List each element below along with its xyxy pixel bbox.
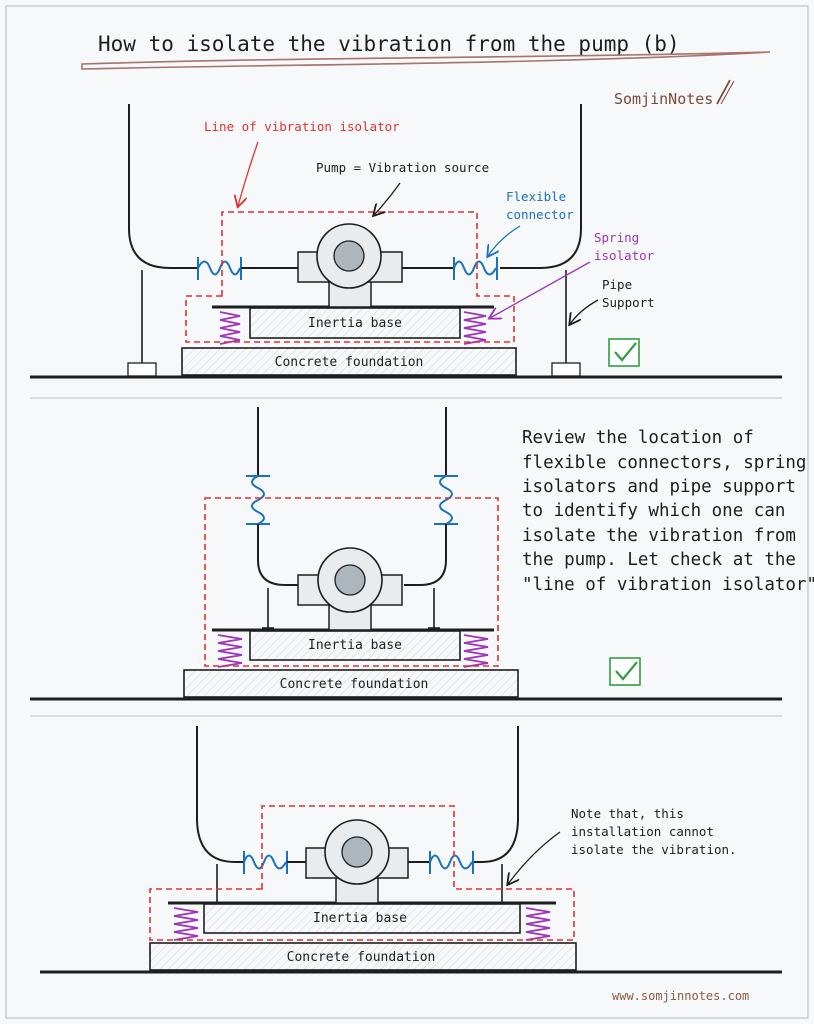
pump [297, 223, 403, 308]
pump [297, 547, 403, 631]
page-frame [5, 5, 809, 1019]
flexible-connector-right [439, 475, 453, 525]
flexible-connector-left [243, 854, 287, 870]
note-line: Note that, this [571, 806, 684, 821]
pump [305, 819, 409, 904]
note-line: installation cannot [571, 824, 714, 839]
concrete-foundation [183, 669, 519, 698]
review-line: to identify which one can [522, 501, 785, 521]
inertia-base-label: Inertia base [313, 911, 407, 926]
support-pad-left [127, 362, 157, 377]
spring-label-line1: Spring [594, 230, 639, 245]
flex-label-line2: connector [506, 207, 574, 222]
flex-arrow [488, 225, 521, 256]
note-line: isolate the vibration. [571, 842, 737, 857]
support-label-line1: Pipe [602, 277, 632, 292]
diagram-3: Concrete foundation Inertia base Note th… [40, 726, 782, 974]
diagram-1: Concrete foundation Inertia base [30, 104, 782, 379]
website-url: www.somjinnotes.com [612, 989, 749, 1003]
review-line: flexible connectors, spring [522, 453, 806, 473]
review-line: isolate the vibration from [522, 526, 796, 546]
concrete-foundation-label: Concrete foundation [280, 677, 429, 692]
review-text: Review the location of flexible connecto… [522, 428, 814, 595]
inertia-base-label: Inertia base [308, 638, 402, 653]
title-underline [81, 51, 771, 70]
isolation-line-label: Line of vibration isolator [204, 119, 400, 134]
page-title: How to isolate the vibration from the pu… [98, 32, 680, 56]
spring-isolator-left [217, 634, 243, 668]
pipe-right-lower [404, 524, 447, 586]
review-line: "line of vibration isolator". [522, 575, 814, 595]
pencil-icon [716, 79, 735, 105]
support-label-line2: Support [602, 295, 655, 310]
spring-isolator-left [173, 907, 199, 941]
support-pad-right [551, 362, 581, 377]
pump-label: Pump = Vibration source [316, 160, 489, 175]
pipe-left [128, 104, 198, 269]
support-arrow [570, 299, 599, 324]
pipe-left [196, 726, 244, 863]
title-block: How to isolate the vibration from the pu… [81, 32, 771, 70]
note-arrow [508, 831, 561, 884]
spring-arrow [490, 261, 591, 318]
diagram-2: Concrete foundation Inertia base [30, 407, 782, 701]
inertia-base [249, 630, 461, 661]
flexible-connector-left [197, 260, 241, 276]
flex-label-line1: Flexible [506, 189, 566, 204]
check-icon [608, 338, 640, 367]
concrete-foundation [149, 942, 577, 971]
brand-logo-text: SomjinNotes [614, 90, 713, 108]
pump-arrow [374, 182, 401, 215]
spring-isolator-right [463, 634, 489, 668]
spring-label-line2: isolator [594, 248, 655, 263]
review-line: Review the location of [522, 428, 754, 448]
flexible-connector-right [453, 260, 497, 276]
inertia-base-label: Inertia base [308, 316, 402, 331]
concrete-foundation-label: Concrete foundation [287, 950, 436, 965]
review-line: the pump. Let check at the [522, 550, 796, 570]
flexible-connector-right [429, 854, 473, 870]
review-line: isolators and pipe support [522, 477, 796, 497]
inertia-base [249, 307, 461, 339]
pipe-right [500, 104, 582, 269]
check-icon [609, 657, 641, 686]
spring-isolator-right [525, 907, 551, 941]
pipe-right [474, 726, 519, 863]
flexible-connector-left [251, 475, 265, 525]
spring-isolator-right [463, 311, 487, 345]
pipe-left-lower [257, 524, 300, 586]
concrete-foundation [181, 347, 517, 376]
spring-isolator-left [219, 311, 241, 345]
concrete-foundation-label: Concrete foundation [275, 355, 424, 370]
isolation-line [185, 211, 515, 343]
isolation-line-arrow [238, 141, 259, 206]
inertia-base [203, 903, 521, 934]
